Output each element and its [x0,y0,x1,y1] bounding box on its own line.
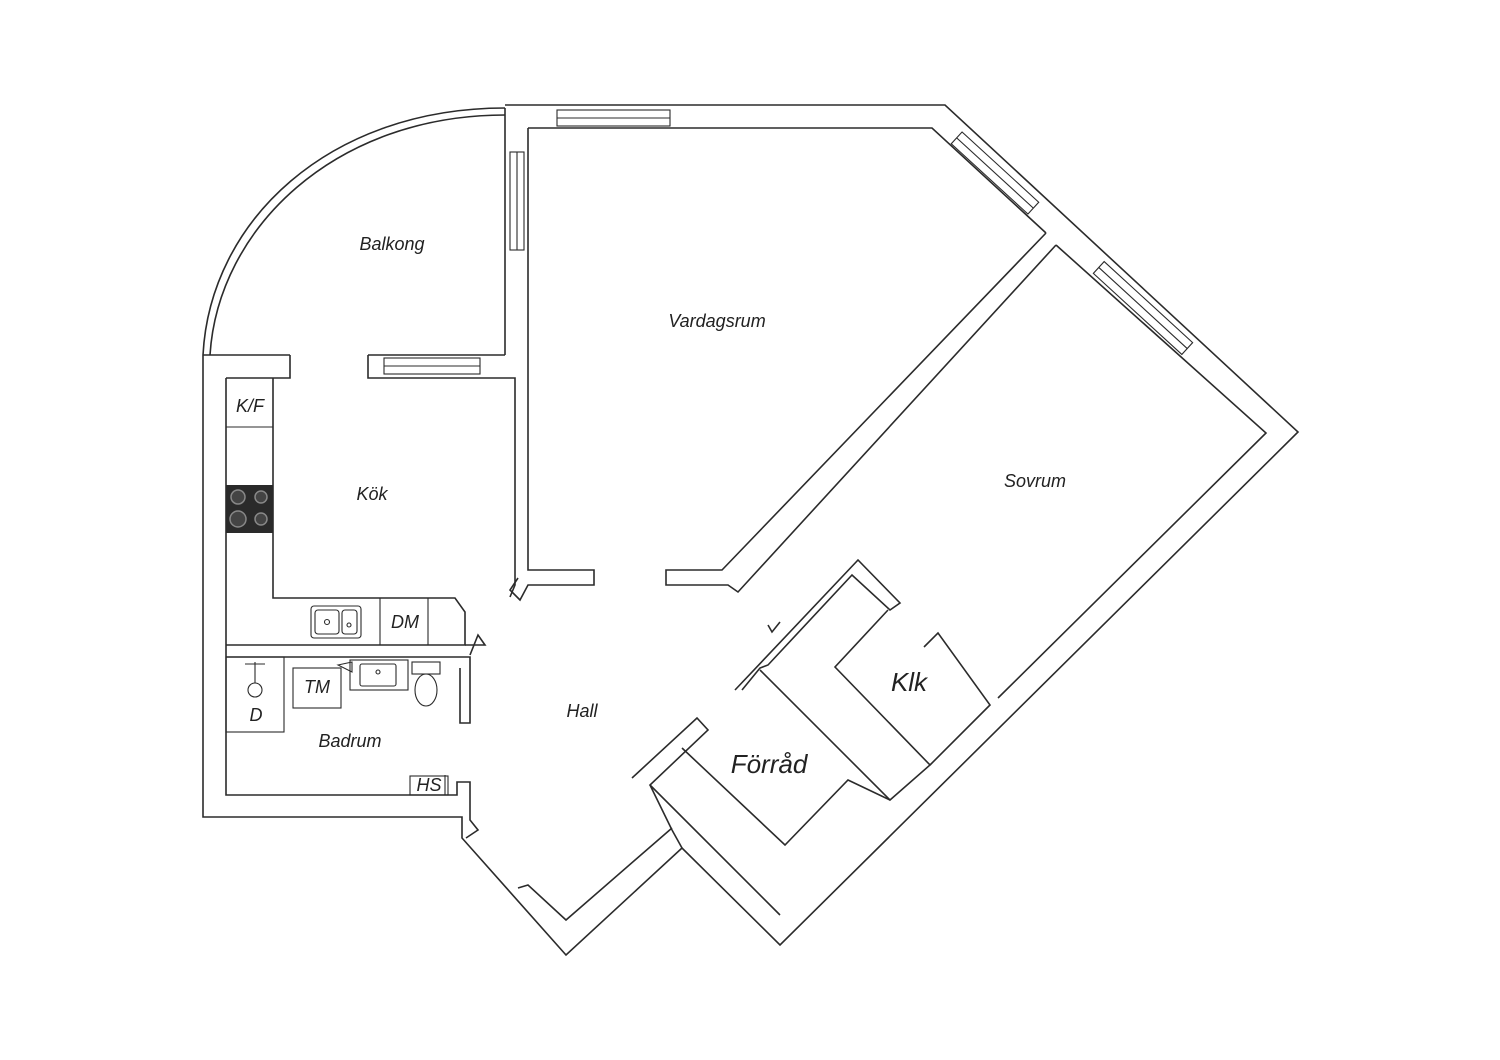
label-klk: Klk [891,667,929,697]
outer-walls [202,104,1300,957]
washbasin-icon [349,659,409,691]
label-hs: HS [416,775,441,795]
label-balkong: Balkong [359,234,424,254]
label-forrad: Förråd [731,749,809,779]
window-bedroom-diagonal [1092,260,1194,356]
toilet-icon [411,661,441,707]
balcony-outline [202,107,506,356]
interior-walls [226,128,1057,922]
label-tm: TM [304,677,330,697]
windows [383,109,1194,375]
shower-icon [245,662,265,698]
label-vardagsrum: Vardagsrum [668,311,765,331]
label-sovrum: Sovrum [1004,471,1066,491]
washer-box [292,667,342,709]
balcony-inner-arc [209,114,506,356]
heater-box [409,775,449,796]
bathroom-fixtures [225,656,449,796]
label-kf: K/F [236,396,265,416]
window-living-diagonal [950,131,1040,215]
tap-icon [336,661,353,673]
label-dm: DM [391,612,419,632]
fixture-labels: K/F DM TM D HS [236,396,442,795]
room-labels: Balkong Vardagsrum Kök Sovrum Hall Badru… [318,234,1066,779]
label-badrum: Badrum [318,731,381,751]
kitchen-sink-icon [310,605,362,639]
label-hall: Hall [566,701,598,721]
label-d: D [250,705,263,725]
kitchen-fixtures [226,485,362,639]
label-kok: Kök [356,484,388,504]
